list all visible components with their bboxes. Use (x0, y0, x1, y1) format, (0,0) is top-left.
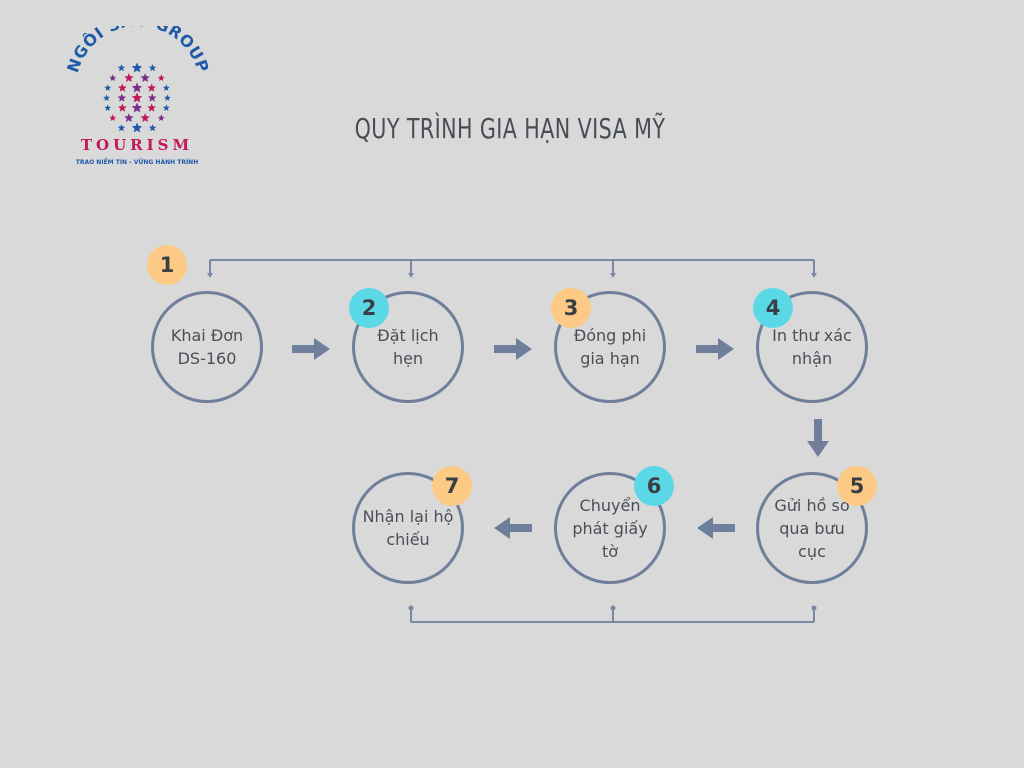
logo-star-shape (131, 122, 143, 133)
step-5-badge: 5 (837, 466, 877, 506)
step-1-circle: Khai Đơn DS-160 (151, 291, 263, 403)
step-5-circle: Gửi hồ sơ qua bưu cục (756, 472, 868, 584)
logo-star-shape (118, 103, 127, 112)
step-7-badge: 7 (432, 466, 472, 506)
logo-star-shape (147, 83, 156, 92)
logo-star-shape (162, 104, 170, 111)
logo-star-shape (162, 84, 170, 91)
page-title: QUY TRÌNH GIA HẠN VISA MỸ (354, 112, 666, 145)
step-2-badge: 2 (349, 288, 389, 328)
arrow-left-icon (697, 517, 735, 539)
arrow-right-icon (696, 338, 734, 360)
step-4-label: In thư xác nhận (772, 326, 852, 368)
logo: NGÔI SAO GROUP TOURISM TRAO NIỀM TIN - V… (62, 26, 212, 176)
logo-star-shape (117, 93, 127, 102)
step-3-badge: 3 (551, 288, 591, 328)
logo-star-shape (131, 82, 143, 93)
arrow-down-icon (807, 419, 829, 457)
logo-star-shape (103, 94, 110, 101)
logo-star-shape (118, 83, 127, 92)
step-6-circle: Chuyển phát giấy tờ (554, 472, 666, 584)
step-2-label: Đặt lịch hẹn (377, 326, 439, 368)
step-5-label: Gửi hồ sơ qua bưu cục (774, 495, 850, 561)
logo-star-shape (157, 114, 165, 121)
logo-star-shape (147, 103, 156, 112)
star-globe-icon: NGÔI SAO GROUP (63, 26, 212, 133)
logo-star-shape (124, 73, 134, 82)
logo-star-shape (117, 124, 126, 132)
logo-star-shape (140, 73, 150, 82)
logo-slogan: TRAO NIỀM TIN - VỮNG HÀNH TRÌNH (75, 159, 199, 166)
logo-star-shape (109, 74, 117, 81)
arrow-right-icon (292, 338, 330, 360)
step-1-label: Khai Đơn DS-160 (170, 326, 244, 368)
logo-star-shape (147, 93, 157, 102)
step-2-circle: Đặt lịch hẹn (352, 291, 464, 403)
logo-star-shape (131, 92, 143, 103)
logo-star-shape (104, 84, 112, 91)
logo-star-shape (131, 62, 143, 73)
step-3-circle: Đóng phi gia hạn (554, 291, 666, 403)
logo-brand: TOURISM (80, 136, 194, 154)
step-4-badge: 4 (753, 288, 793, 328)
arrow-right-icon (494, 338, 532, 360)
logo-star-shape (131, 102, 143, 113)
logo-star-shape (148, 124, 157, 132)
logo-star-shape (124, 113, 134, 122)
step-6-label: Chuyển phát giấy tờ (572, 495, 648, 561)
step-7-label: Nhận lại hộ chiếu (362, 507, 454, 549)
step-4-circle: In thư xác nhận (756, 291, 868, 403)
logo-star-shape (157, 74, 165, 81)
step-3-label: Đóng phi gia hạn (573, 326, 647, 368)
step-1-badge: 1 (147, 245, 187, 285)
logo-star-shape (109, 114, 117, 121)
logo-star-shape (104, 104, 112, 111)
step-7-circle: Nhận lại hộ chiếu (352, 472, 464, 584)
step-6-badge: 6 (634, 466, 674, 506)
logo-star-shape (164, 94, 171, 101)
logo-star-shape (140, 113, 150, 122)
arrow-left-icon (494, 517, 532, 539)
logo-star-shape (148, 64, 157, 72)
logo-star-shape (117, 64, 126, 72)
